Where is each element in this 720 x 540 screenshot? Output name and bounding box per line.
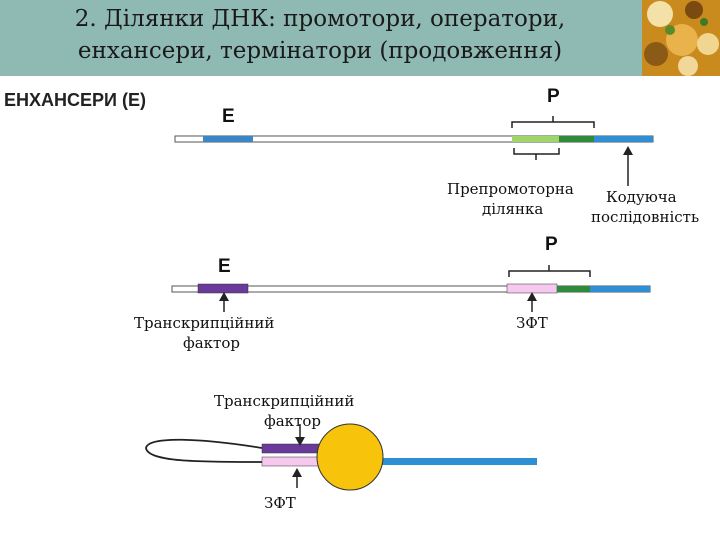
- enhancer-bound-segment: [197, 283, 249, 294]
- prepromoter-label-line-1: Препромоторна: [447, 180, 574, 198]
- enhancer-label-2: Е: [218, 256, 231, 277]
- promoter-label-2: Р: [545, 234, 558, 255]
- coding-label-line-2: послідовність: [591, 208, 700, 226]
- decorative-photo: [642, 0, 720, 76]
- zft-label-3: ЗФТ: [264, 494, 296, 512]
- prepromoter-bracket: [513, 148, 560, 160]
- zft-bound-segment: [261, 456, 321, 467]
- prepromoter-label-line-2: ділянка: [482, 200, 544, 218]
- promoter-segment: [559, 136, 594, 142]
- enhancer-segment: [203, 136, 253, 142]
- dna-loop: [145, 438, 263, 463]
- prepromoter-segment: [512, 136, 559, 142]
- zft-segment: [506, 283, 558, 294]
- promoter-bracket-2: [508, 265, 591, 277]
- panel-3-loop: [145, 423, 537, 491]
- enhancer-label-1: Е: [222, 106, 235, 127]
- polymerase: [316, 423, 384, 491]
- promoter-label-1: Р: [547, 86, 560, 107]
- tf-label-2-line-1: Транскрипційний: [134, 314, 275, 332]
- title-line-1: 2. Ділянки ДНК: промотори, оператори,: [74, 6, 566, 32]
- zft-label-2: ЗФТ: [516, 314, 548, 332]
- title-bar: 2. Ділянки ДНК: промотори, оператори, ен…: [0, 0, 720, 76]
- title-line-2: енхансери, термінатори (продовження): [77, 38, 563, 64]
- coding-segment: [594, 136, 653, 142]
- section-label: ЕНХАНСЕРИ (Е): [4, 90, 146, 110]
- coding-segment-3: [382, 458, 537, 465]
- promoter-bracket: [511, 116, 595, 128]
- tf-label-2-line-2: фактор: [183, 334, 240, 352]
- enhancer-diagram: [145, 116, 654, 491]
- panel-2-dna: [171, 265, 651, 312]
- tf-bound-segment: [261, 443, 321, 454]
- tf-label-3-line-1: Транскрипційний: [214, 392, 355, 410]
- panel-1-dna: [174, 116, 654, 186]
- coding-label-line-1: Кодуюча: [606, 188, 677, 206]
- promoter-segment-2: [557, 286, 590, 292]
- tf-label-3-line-2: фактор: [264, 412, 321, 430]
- coding-segment-2: [590, 286, 650, 292]
